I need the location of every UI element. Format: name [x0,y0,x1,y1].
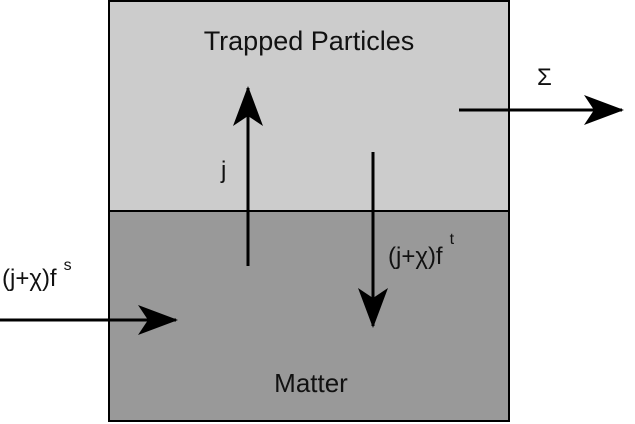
downward-flux-label-base: (j+χ)f [388,243,443,270]
downward-flux-label-sup: t [450,231,455,248]
trapped-particles-region [108,0,510,212]
incoming-flux-label-sup: s [64,257,72,274]
downward-flux-label: (j+χ)f t [388,231,455,270]
trapped-particles-label: Trapped Particles [204,26,415,56]
matter-label: Matter [274,368,348,398]
incoming-flux-label: (j+χ)f s [2,257,72,292]
incoming-flux-label-base: (j+χ)f [2,265,57,292]
upward-flux-label: j [220,157,226,184]
outgoing-flux-label: Σ [537,64,552,91]
